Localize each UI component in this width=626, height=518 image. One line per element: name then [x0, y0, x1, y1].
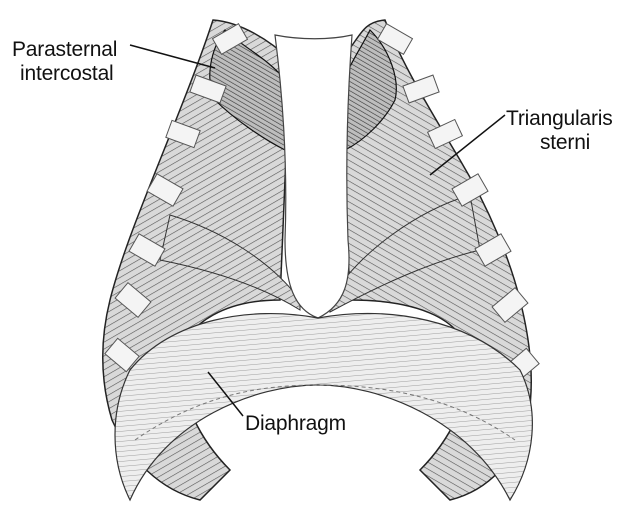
- sternum: [275, 35, 352, 318]
- triangularis-label-line1: Triangularis: [506, 107, 613, 130]
- parasternal-label-line2: intercostal: [20, 62, 114, 85]
- triangularis-label-line2: sterni: [540, 131, 590, 154]
- parasternal-label-line1: Parasternal: [12, 38, 117, 61]
- diaphragm-label: Diaphragm: [245, 412, 346, 435]
